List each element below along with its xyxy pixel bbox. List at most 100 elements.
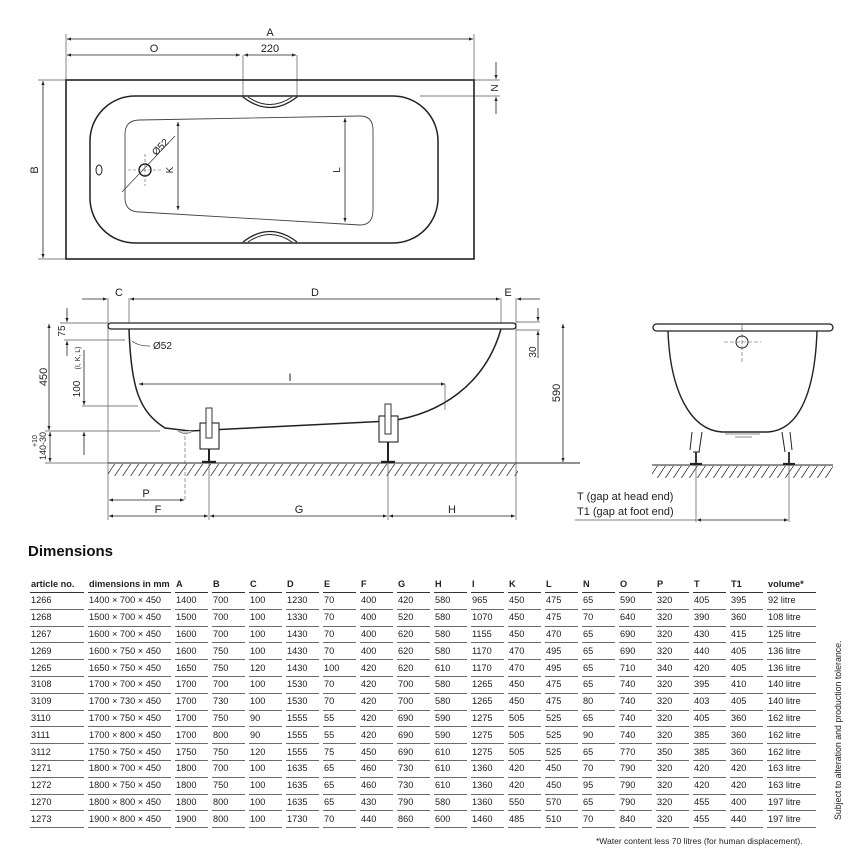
table-cell: 450 [360,744,393,761]
dim-label-30: 30 [528,346,539,358]
table-cell: 162 litre [767,727,816,745]
table-cell: 100 [249,610,282,627]
table-cell: 455 [693,811,726,829]
dim-label-b: B [29,166,41,173]
dim-label-75: 75 [57,325,68,337]
dim-label-f: F [155,504,162,516]
table-cell: 610 [434,660,467,677]
table-cell: 450 [545,778,578,795]
table-cell: 360 [730,610,763,627]
col-header: L [545,577,578,593]
table-cell: 420 [730,778,763,795]
dim-label-h: H [448,504,456,516]
table-cell: 790 [619,761,652,778]
table-cell: 1170 [471,660,504,677]
dim-label-e: E [504,287,511,299]
dim-label-i: I [288,372,291,384]
table-cell: 65 [582,795,615,812]
table-cell: 730 [397,761,430,778]
table-cell: 1265 [30,660,84,677]
table-cell: 120 [249,744,282,761]
dim-label-d: D [311,287,319,299]
table-cell: 420 [693,761,726,778]
table-cell: 100 [249,761,282,778]
table-cell: 163 litre [767,761,816,778]
table-cell: 1268 [30,610,84,627]
table-cell: 470 [545,627,578,644]
side-drain-label: Ø52 [153,341,172,352]
table-cell: 580 [434,677,467,694]
table-cell: 800 [212,795,245,812]
table-cell: 475 [545,694,578,711]
table-cell: 80 [582,694,615,711]
table-cell: 1266 [30,593,84,610]
table-cell: 385 [693,727,726,745]
table-cell: 197 litre [767,795,816,812]
table-cell: 1900 [175,811,208,829]
top-view: A O 220 N B Ø52 [29,27,500,260]
table-cell: 790 [619,778,652,795]
table-cell: 750 [212,778,245,795]
table-cell: 420 [397,593,430,610]
table-cell: 65 [323,795,356,812]
dim-label-590: 590 [551,384,563,402]
table-cell: 700 [212,761,245,778]
table-cell: 3108 [30,677,84,694]
leg-front [199,407,220,464]
table-cell: 800 [212,811,245,829]
table-cell: 730 [397,778,430,795]
table-cell: 1360 [471,761,504,778]
table-cell: 1800 × 750 × 450 [88,778,171,795]
table-cell: 1700 [175,727,208,745]
table-cell: 420 [730,761,763,778]
table-cell: 320 [656,811,689,829]
table-cell: 1265 [471,694,504,711]
table-cell: 440 [360,811,393,829]
table-cell: 965 [471,593,504,610]
table-cell: 100 [249,677,282,694]
table-cell: 610 [434,744,467,761]
table-cell: 360 [730,744,763,761]
table-cell: 750 [212,643,245,661]
table-cell: 162 litre [767,744,816,761]
table-cell: 320 [656,711,689,728]
table-cell: 690 [397,744,430,761]
table-cell: 640 [619,610,652,627]
table-cell: 1330 [286,610,319,627]
table-cell: 100 [323,660,356,677]
table-cell: 450 [508,627,541,644]
col-header: N [582,577,615,593]
table-cell: 395 [730,593,763,610]
table-cell: 450 [508,593,541,610]
col-header: G [397,577,430,593]
table-cell: 505 [508,744,541,761]
table-cell: 320 [656,627,689,644]
dim-label-o: O [150,43,159,55]
table-cell: 400 [360,593,393,610]
table-cell: 700 [212,593,245,610]
table-cell: 1600 [175,627,208,644]
table-cell: 520 [397,610,430,627]
table-cell: 1800 [175,795,208,812]
dim-label-100-note: (I, K, L) [75,347,82,370]
legend-t1: T1 (gap at foot end) [577,506,674,518]
table-cell: 750 [212,744,245,761]
table-cell: 1273 [30,811,84,829]
table-cell: 400 [360,610,393,627]
table-cell: 1750 [175,744,208,761]
table-cell: 1600 [175,643,208,661]
table-cell: 590 [434,727,467,745]
table-cell: 1635 [286,761,319,778]
table-cell: 700 [397,694,430,711]
table-cell: 440 [730,811,763,829]
table-cell: 700 [212,677,245,694]
table-cell: 1155 [471,627,504,644]
table-cell: 1900 × 800 × 450 [88,811,171,829]
table-cell: 790 [397,795,430,812]
table-cell: 3109 [30,694,84,711]
